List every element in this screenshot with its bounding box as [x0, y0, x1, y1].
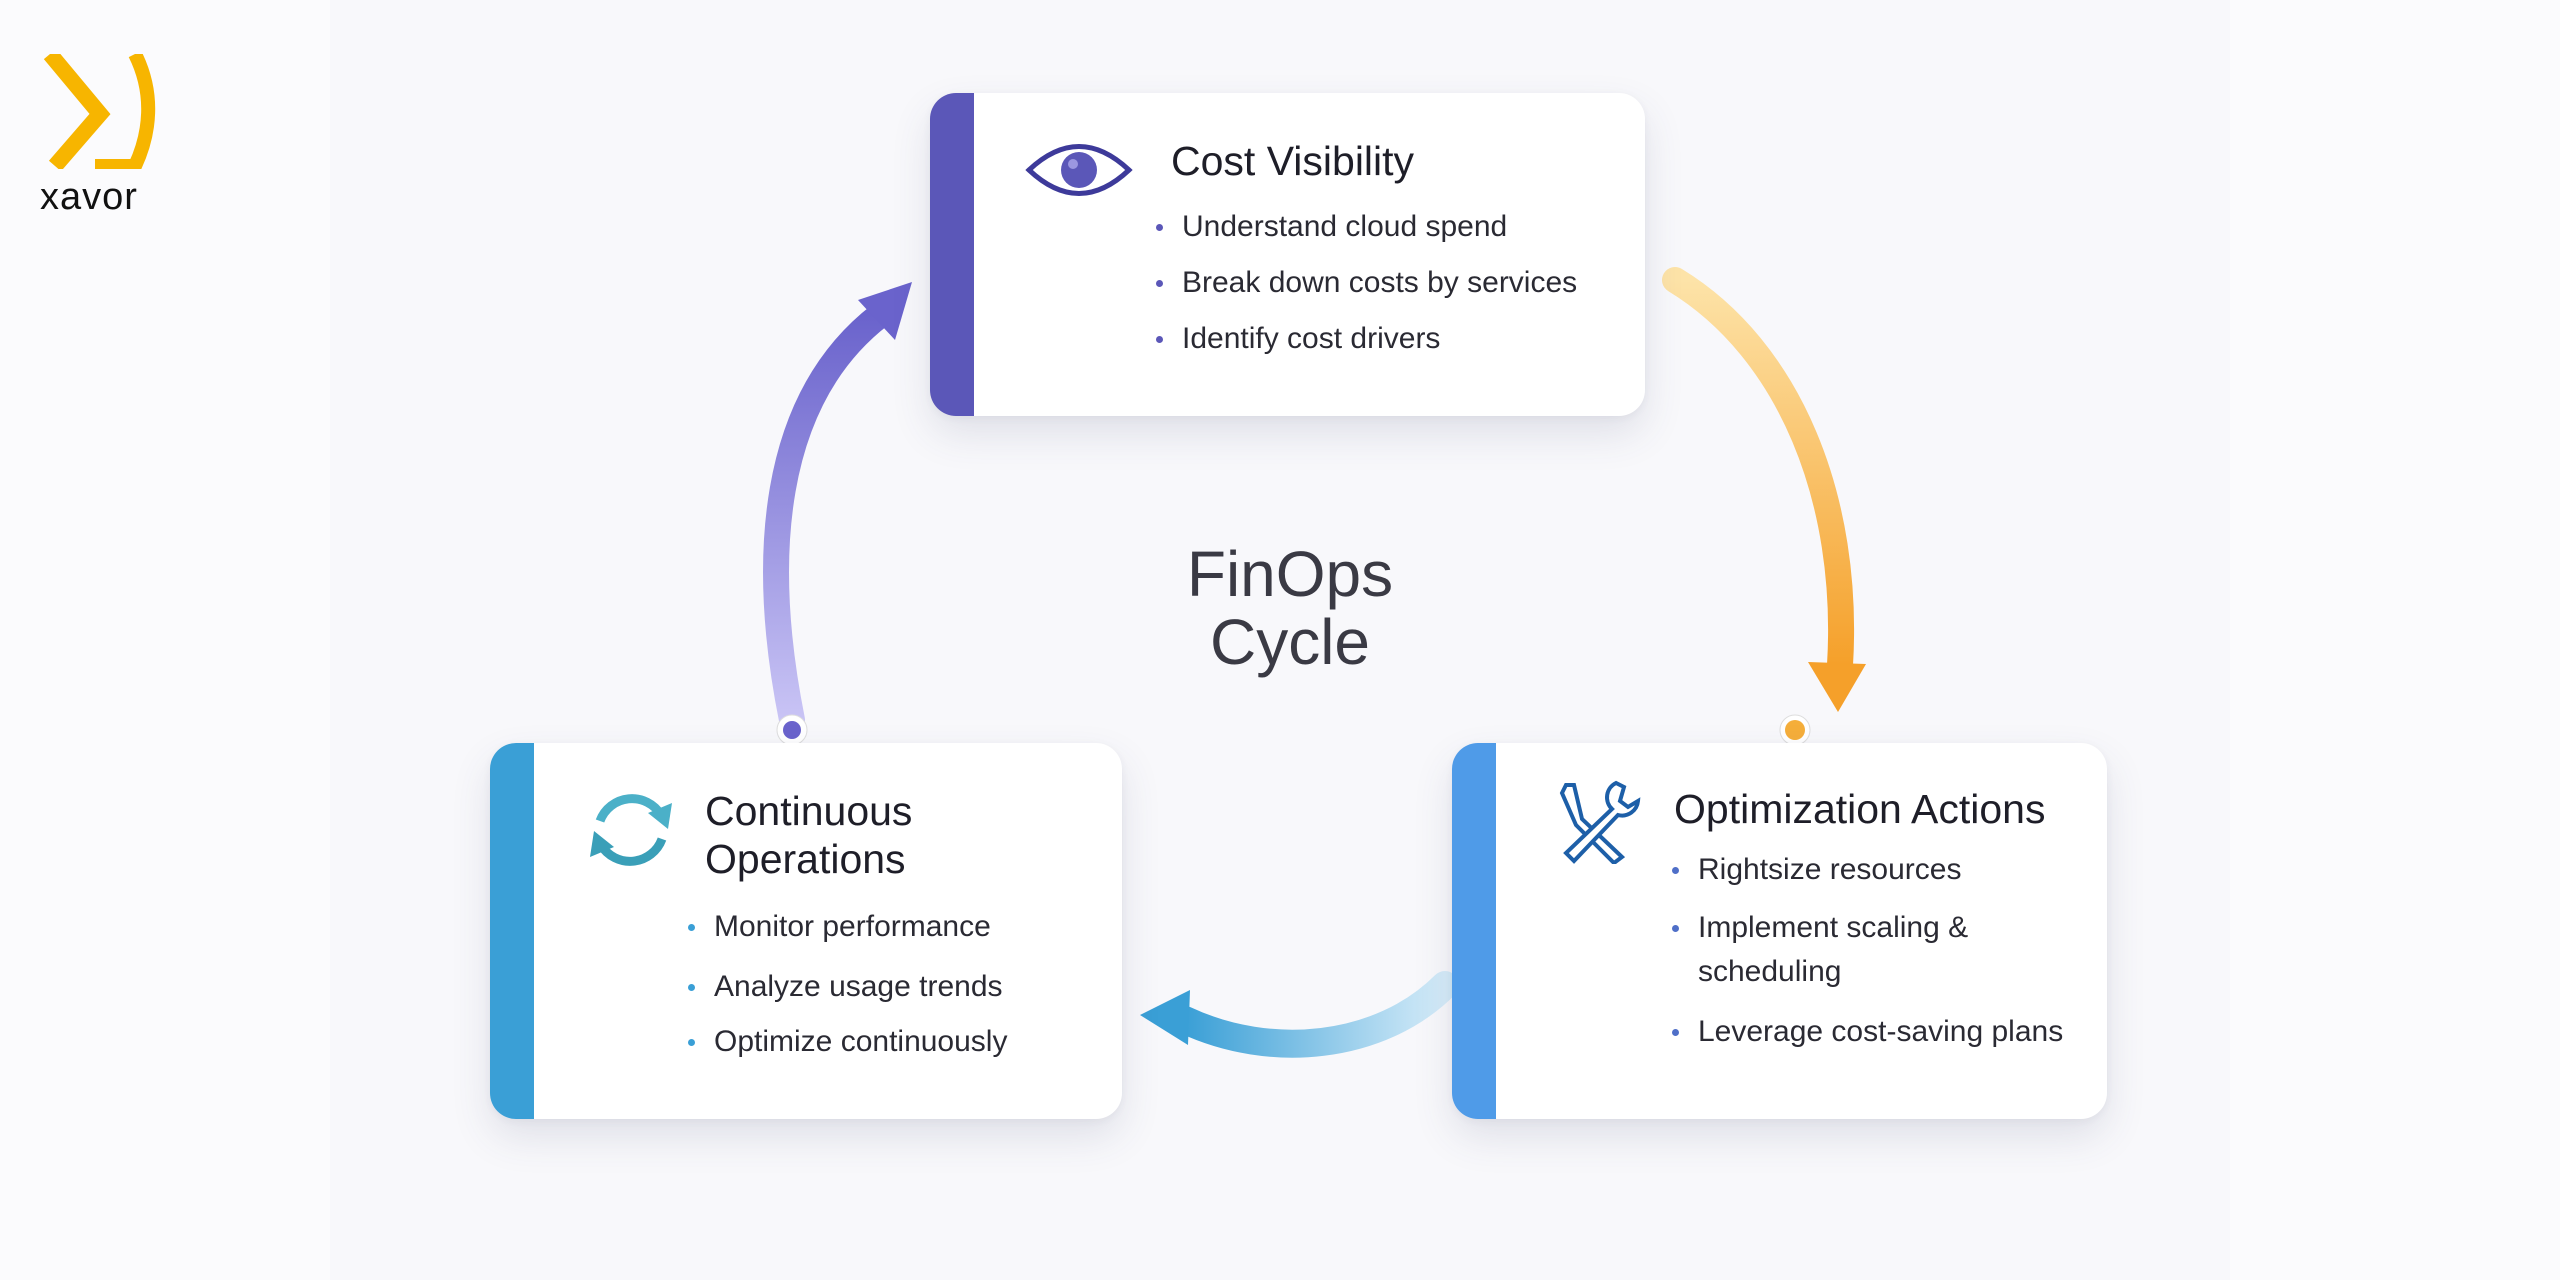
logo-text: xavor [40, 176, 138, 218]
bullet-item: Identify cost drivers [1155, 318, 1440, 360]
wrench-screwdriver-icon [1559, 780, 1641, 864]
bullet-item: Optimize continuously [687, 1021, 1007, 1063]
card-accent-bar [1452, 743, 1496, 1119]
card-title: Cost Visibility [1171, 138, 1415, 184]
arrow-orange [1662, 267, 1866, 746]
arrow-purple [763, 282, 912, 746]
card-title: Optimization Actions [1674, 786, 2046, 832]
bullet-item-continuation: scheduling [1698, 955, 1842, 988]
card-cost-visibility: Cost Visibility Understand cloud spend B… [930, 93, 1645, 416]
card-accent-bar [930, 93, 974, 416]
cycle-label-line1: FinOps [1186, 538, 1394, 610]
card-title: Continuous Operations [705, 787, 912, 883]
xavor-logo-mark [43, 54, 156, 169]
card-continuous-operations: Continuous Operations Monitor performanc… [490, 743, 1122, 1119]
bullet-item: Rightsize resources [1671, 849, 1961, 891]
bullet-item: Leverage cost-saving plans [1671, 1011, 2063, 1053]
refresh-cycle-icon [590, 794, 672, 866]
cycle-label-line2: Cycle [1209, 606, 1371, 678]
card-optimization-actions: Optimization Actions Rightsize resources… [1452, 743, 2107, 1119]
bullet-item: Monitor performance [688, 906, 991, 948]
eye-icon [1025, 144, 1133, 196]
bullet-item: Analyze usage trends [688, 966, 1003, 1008]
arrow-blue [1140, 971, 1459, 1058]
card-title-line2: Operations [705, 836, 906, 882]
bullet-item: Understand cloud spend [1155, 206, 1507, 248]
card-title-line1: Continuous [705, 788, 913, 834]
bullet-item: Break down costs by services [1155, 262, 1577, 304]
cycle-label: FinOps Cycle [1090, 540, 1490, 676]
bullet-item: Implement scaling & [1671, 907, 1968, 949]
card-accent-bar [490, 743, 534, 1119]
